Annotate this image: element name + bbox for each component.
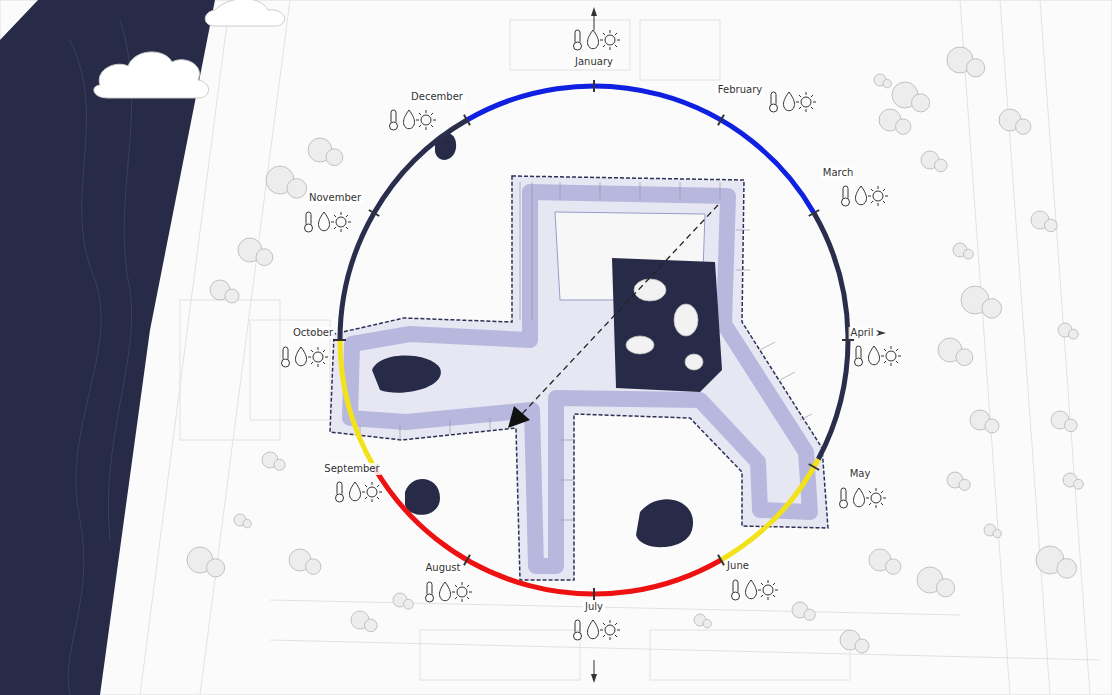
season-arc: [340, 340, 374, 467]
climate-icons: [305, 212, 352, 232]
climate-icons: [770, 92, 817, 112]
climate-icons: [842, 186, 889, 206]
season-arc: [374, 467, 721, 594]
climate-icons: [855, 346, 902, 366]
month-label: February: [716, 84, 764, 96]
climate-icons: [574, 620, 621, 640]
month-label: May: [848, 468, 873, 480]
climate-icons: [336, 482, 383, 502]
climate-icons: [426, 582, 473, 602]
month-label: January: [573, 56, 615, 68]
climate-icons: [282, 347, 329, 367]
climate-icons: [574, 30, 621, 50]
month-label: November: [307, 192, 363, 204]
dashed-arrow: [522, 205, 718, 414]
building-footprint: [330, 176, 828, 580]
season-arc: [721, 459, 818, 560]
month-label: October: [291, 327, 335, 339]
month-label: August: [424, 562, 463, 574]
month-label: December: [409, 91, 465, 103]
month-label: July: [583, 601, 605, 613]
month-label: March: [821, 167, 855, 179]
season-arc: [467, 86, 814, 213]
climate-icons: [840, 488, 887, 508]
climate-icons: [390, 110, 437, 130]
month-label: September: [322, 463, 381, 475]
season-arc: [814, 213, 848, 459]
month-label: June: [725, 560, 751, 572]
climate-icons: [732, 580, 779, 600]
month-label: April: [849, 327, 876, 339]
season-arc: [340, 120, 467, 340]
water-body: [0, 0, 215, 695]
